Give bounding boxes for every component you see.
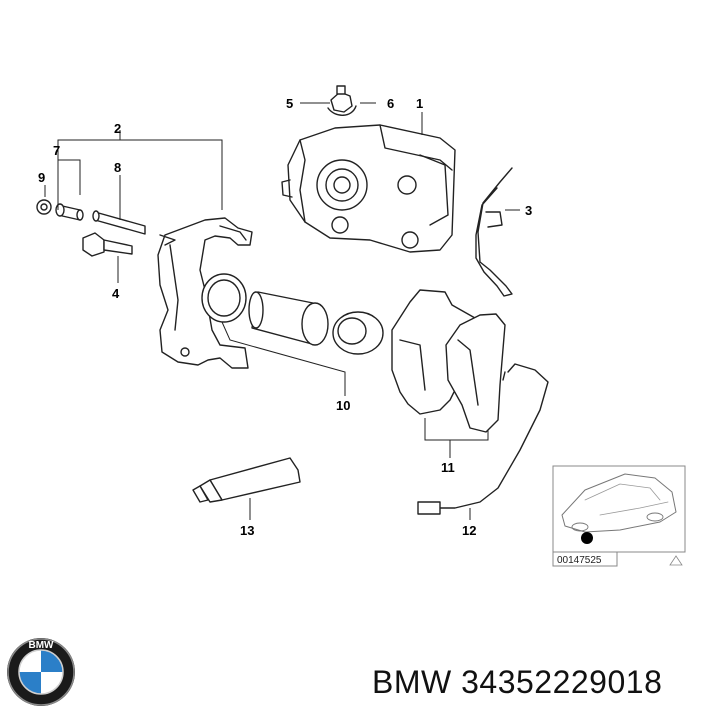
caption-part-number: 34352229018 [461,664,663,700]
callout-5: 5 [286,96,293,111]
part-caption: BMW 34352229018 [372,664,662,701]
callout-2: 2 [114,121,121,136]
grease-tube [192,457,301,503]
callout-7: 7 [53,143,60,158]
guide-bolt-cap [36,199,52,215]
hex-bolt [82,232,133,257]
brake-wear-sensor [417,363,549,515]
callout-1: 1 [416,96,423,111]
logo-text: BMW [29,640,55,651]
callout-10: 10 [336,398,350,413]
callout-11: 11 [441,460,455,475]
callout-9: 9 [38,170,45,185]
caption-brand: BMW [372,664,452,700]
callout-labels: 5 6 1 3 2 7 8 9 4 10 11 12 13 [38,96,532,538]
guide-sleeve [55,203,84,221]
callout-12: 12 [462,523,476,538]
guide-bolt [92,210,146,235]
location-marker-icon [581,532,593,544]
callout-3: 3 [525,203,532,218]
callout-13: 13 [240,523,254,538]
vehicle-location-inset: 00147525 [552,465,686,567]
brake-pads [391,289,506,433]
callout-8: 8 [114,160,121,175]
inset-code: 00147525 [557,555,602,566]
bleeder-screw-and-cap [327,85,357,116]
anti-rattle-spring [475,167,513,297]
piston-and-seals [201,273,384,355]
leader-lines [44,102,520,520]
warning-triangle-icon [669,555,683,566]
brake-caliper-housing [281,124,456,253]
callout-6: 6 [387,96,394,111]
callout-4: 4 [112,286,120,301]
bmw-logo: BMW [7,638,75,706]
